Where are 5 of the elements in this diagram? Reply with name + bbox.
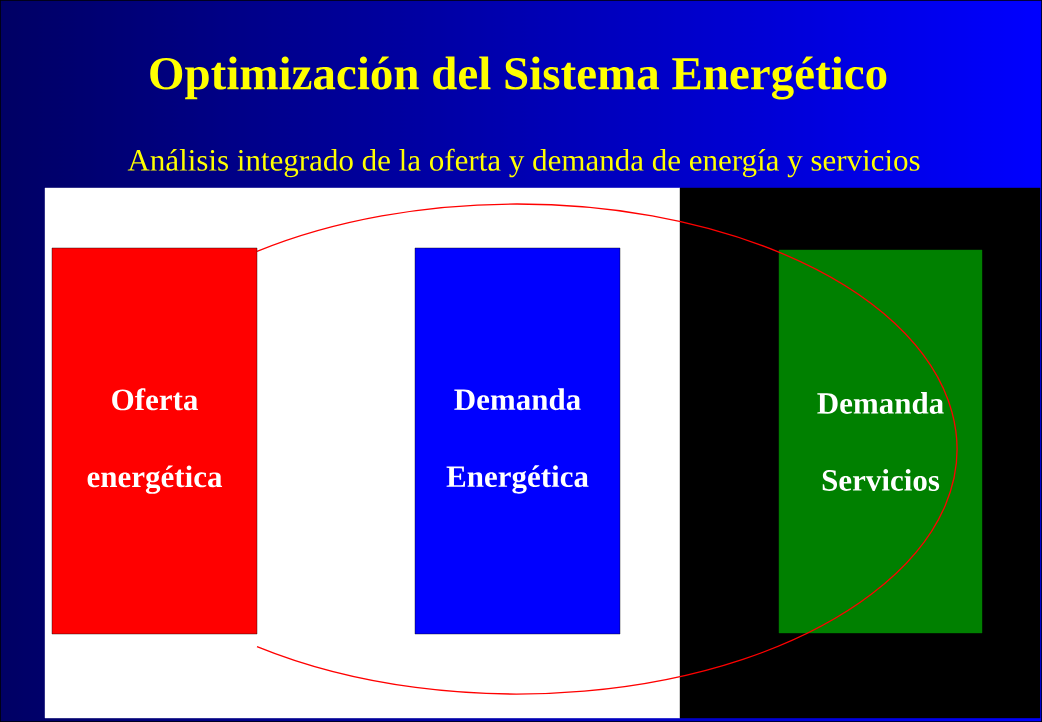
subtitle: Análisis integrado de la oferta y demanda de energía y servicios [127,148,920,178]
text-box: Oferta energética [51,247,258,635]
slide-title: Optimización del Sistema Energético [150,56,887,100]
text-box: Demanda Servicios [778,249,983,634]
text-box: Demanda Energética [414,247,621,635]
